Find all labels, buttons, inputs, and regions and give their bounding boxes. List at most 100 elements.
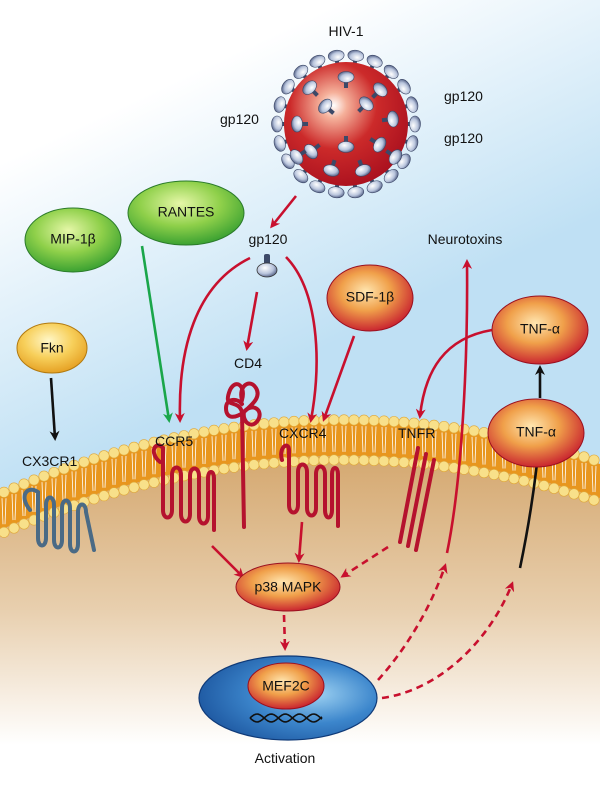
lipid-tail	[341, 425, 347, 452]
lipid-head-upper	[18, 478, 30, 490]
gp120-spike-icon	[271, 115, 288, 133]
lipid-head-upper	[58, 463, 70, 475]
gp120-spike-icon	[318, 98, 335, 115]
lipid-head-upper	[88, 453, 100, 465]
gp120-spike-icon	[289, 149, 307, 165]
mip1b-label: MIP-1β	[50, 231, 95, 247]
lipid-head-lower	[488, 468, 500, 480]
gp120-spike-icon	[357, 96, 374, 113]
lipid-tail	[271, 428, 277, 455]
lipid-head-upper	[78, 456, 90, 468]
lipid-head-lower	[358, 454, 370, 466]
rantes-ligand: RANTES	[127, 180, 245, 246]
lipid-head-lower	[128, 481, 140, 493]
tnfr-label: TNFR	[398, 425, 435, 441]
mip1b-ligand: MIP-1β	[24, 207, 122, 273]
lipid-head-lower	[518, 475, 530, 487]
arrow-gp120-to-cxcr4	[285, 256, 318, 423]
lipid-head-lower	[138, 479, 150, 491]
mef2c-node	[247, 662, 325, 710]
lipid-head-upper	[588, 454, 600, 466]
lipid-tail	[71, 471, 77, 498]
lipid-head-lower	[388, 456, 400, 468]
lipid-tail	[431, 431, 437, 458]
lipid-head-upper	[218, 423, 230, 435]
lipid-head-lower	[118, 484, 130, 496]
gp120-spike-icon	[304, 143, 321, 160]
lipid-tail	[441, 432, 447, 459]
gp120-spike-icon	[355, 159, 372, 177]
lipid-head-lower	[498, 470, 510, 482]
lipid-tail	[381, 426, 387, 454]
gp120-spike-icon	[293, 166, 310, 184]
gp120-spike-icon	[291, 115, 308, 133]
lipid-tail	[481, 438, 487, 465]
lipid-head-lower	[268, 457, 280, 469]
lipid-head-lower	[478, 467, 490, 479]
lipid-tail	[171, 443, 177, 470]
lipid-head-lower	[8, 522, 20, 534]
gp120-spike-icon	[369, 137, 387, 153]
lipid-head-lower	[568, 488, 580, 500]
lipid-tail	[191, 439, 197, 466]
lipid-tail	[371, 426, 377, 453]
arrow-fkn-to-cx3cr1	[49, 377, 60, 441]
lipid-tail	[391, 427, 397, 454]
lipid-head-upper	[358, 414, 370, 426]
gp120-label-right-top: gp120	[444, 88, 483, 104]
lipid-head-upper	[8, 482, 20, 494]
lipid-head-lower	[348, 454, 360, 466]
lipid-tail	[81, 468, 87, 495]
fkn-label: Fkn	[40, 340, 63, 356]
tnfa-soluble-ligand: TNF-α	[491, 295, 589, 365]
lipid-head-upper	[128, 441, 140, 453]
gp120-molecule-icon	[256, 254, 278, 278]
lipid-tail	[451, 433, 457, 460]
dna-icon	[249, 713, 323, 723]
lipid-head-upper	[38, 470, 50, 482]
dna-strand-icon	[249, 713, 323, 723]
lipid-head-upper	[28, 474, 40, 486]
tnfa-membrane-ligand: TNF-α	[487, 398, 585, 468]
ccr5-receptor	[151, 443, 216, 532]
lipid-tail	[211, 436, 217, 463]
lipid-head-lower	[308, 454, 320, 466]
p38-mapk-node: p38 MAPK	[235, 562, 341, 612]
lipid-head-upper	[448, 422, 460, 434]
lipid-head-upper	[368, 415, 380, 427]
lipid-tail	[301, 426, 307, 453]
lipid-head-upper	[108, 447, 120, 459]
lipid-tail	[181, 441, 187, 468]
tnfa-soluble-label: TNF-α	[520, 321, 560, 337]
arrow-tnfa-to-tnfr	[415, 328, 493, 419]
cxcr4-receptor	[279, 443, 340, 528]
cx3cr1-receptor	[22, 487, 96, 554]
rantes-label: RANTES	[158, 204, 215, 220]
lipid-head-upper	[68, 459, 80, 471]
lipid-head-lower	[228, 461, 240, 473]
lipid-head-lower	[538, 480, 550, 492]
arrow-gp120-to-cd4	[243, 291, 259, 351]
arrow-tnfr-to-p38	[340, 545, 389, 578]
lipid-head-upper	[208, 424, 220, 436]
lipid-tail	[581, 462, 587, 489]
lipid-head-upper	[578, 451, 590, 463]
gp120-spike-icon	[385, 149, 403, 165]
lipid-head-lower	[248, 459, 260, 471]
lipid-tail	[361, 426, 367, 453]
lipid-tail	[121, 455, 127, 483]
lipid-head-lower	[508, 473, 520, 485]
lipid-head-lower	[328, 454, 340, 466]
lipid-head-lower	[88, 493, 100, 505]
lipid-head-lower	[378, 455, 390, 467]
lipid-head-lower	[578, 491, 590, 503]
lipid-head-lower	[108, 487, 120, 499]
lipid-head-upper	[118, 444, 130, 456]
lipid-tail	[351, 425, 357, 452]
gp120-spike-icon	[323, 159, 340, 177]
arrow-neurotoxin-release	[445, 259, 473, 554]
lipid-head-upper	[258, 418, 270, 430]
lipid-head-lower	[588, 494, 600, 506]
lipid-head-lower	[558, 485, 570, 497]
lipid-head-lower	[0, 526, 10, 538]
